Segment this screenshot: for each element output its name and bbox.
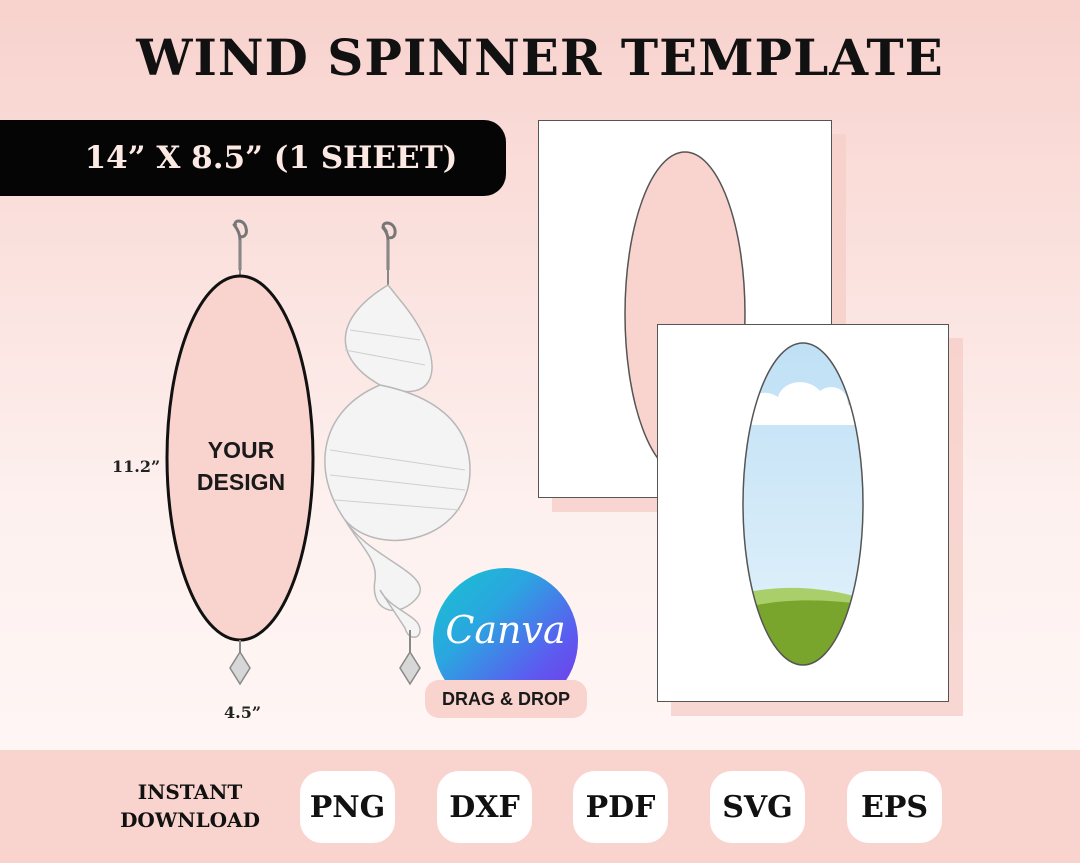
template-hook-icon [232, 219, 248, 276]
instant-line-1: INSTANT [137, 780, 243, 804]
size-banner: 14” X 8.5” (1 SHEET) [0, 120, 506, 196]
spinner-hook-icon [381, 221, 397, 290]
spinner-crystal-icon [399, 630, 421, 686]
format-badge-dxf: DXF [437, 771, 532, 843]
instant-download-label: INSTANT DOWNLOAD [115, 778, 265, 834]
canva-logo-text: Canva [445, 607, 566, 652]
width-label: 4.5” [224, 703, 262, 722]
spinner-spiral [324, 284, 471, 638]
template-crystal-icon [229, 640, 251, 686]
format-badge-svg: SVG [710, 771, 805, 843]
page-title: WIND SPINNER TEMPLATE [136, 28, 944, 87]
instant-line-2: DOWNLOAD [120, 808, 260, 832]
design-line-2: DESIGN [196, 469, 286, 495]
drag-drop-badge: DRAG & DROP [425, 680, 587, 718]
format-badge-pdf: PDF [573, 771, 668, 843]
sheet-front-landscape [742, 342, 864, 666]
sheet-preview-front [657, 324, 949, 702]
design-line-1: YOUR [207, 437, 275, 463]
your-design-text: YOUR DESIGN [168, 434, 314, 498]
size-banner-text: 14” X 8.5” (1 SHEET) [84, 140, 458, 176]
format-badge-png: PNG [300, 771, 395, 843]
format-badge-eps: EPS [847, 771, 942, 843]
height-label: 11.2” [112, 457, 161, 476]
